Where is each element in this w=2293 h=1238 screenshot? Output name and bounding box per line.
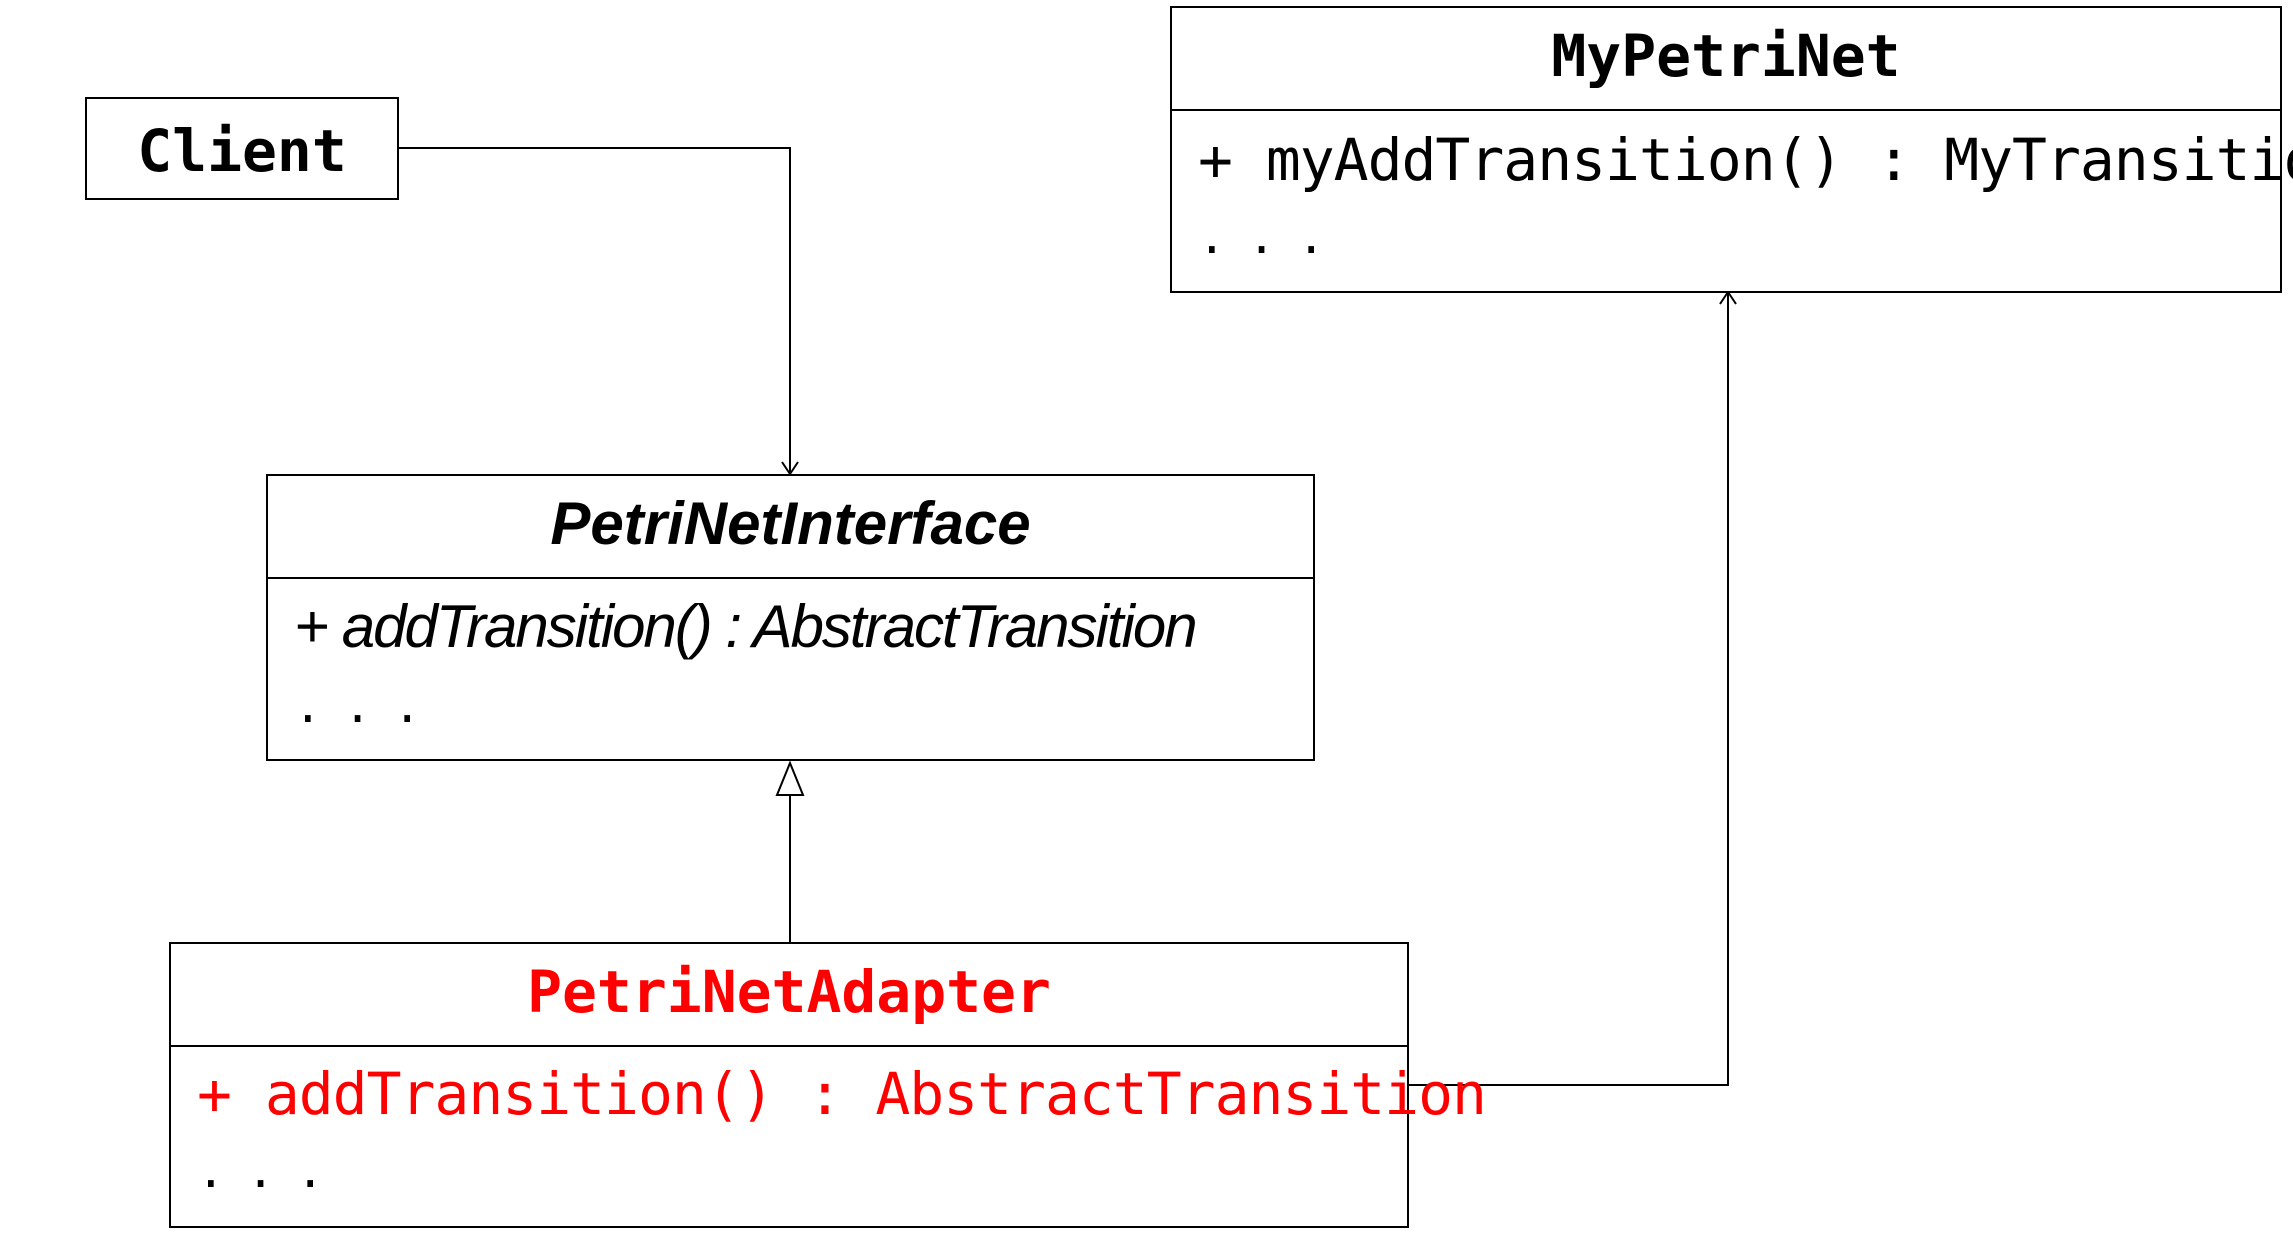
- petrinetinterface-class-name: PetriNetInterface: [268, 476, 1313, 579]
- client-to-interface-association: [398, 147, 791, 472]
- petrinetadapter-class-box[interactable]: PetriNetAdapter + addTransition() : Abst…: [169, 942, 1487, 1228]
- mypetrinet-class-box[interactable]: MyPetriNet + myAddTransition() : MyTrans…: [1170, 6, 2293, 293]
- mypetrinet-ellipsis: ...: [1198, 210, 1348, 264]
- mypetrinet-class-name: MyPetriNet: [1172, 8, 2280, 111]
- petrinetadapter-class-name: PetriNetAdapter: [171, 944, 1407, 1047]
- petrinetadapter-ellipsis: ...: [197, 1144, 347, 1198]
- client-class-name: Client: [137, 117, 347, 185]
- petrinetadapter-operation: + addTransition() : AbstractTransition: [197, 1060, 1487, 1128]
- petrinetinterface-ellipsis: ...: [294, 679, 444, 733]
- petrinetinterface-operation: + addTransition() : AbstractTransition: [294, 593, 1198, 660]
- adapter-to-mypetrinet-association: [1408, 294, 1729, 1086]
- client-class-box[interactable]: Client: [85, 97, 399, 200]
- petrinetinterface-class-box[interactable]: PetriNetInterface + addTransition() : Ab…: [266, 474, 1315, 761]
- mypetrinet-operation: + myAddTransition() : MyTransition: [1198, 126, 2293, 194]
- generalization-triangle: [775, 760, 805, 796]
